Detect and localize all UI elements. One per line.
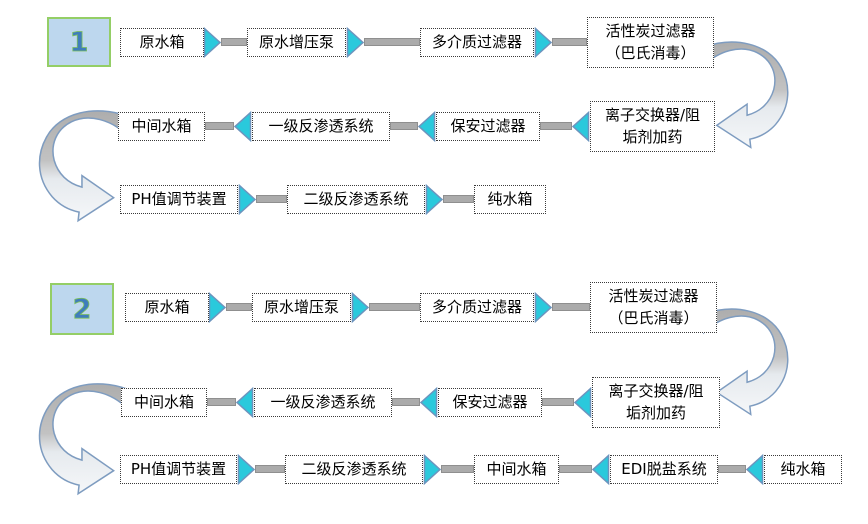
curved-arrow-down-left-icon	[703, 41, 789, 149]
connector-line	[364, 38, 420, 46]
curved-arrow-down-right-icon	[38, 110, 128, 222]
connector-line	[369, 303, 420, 311]
connector-line	[540, 122, 572, 130]
flow-arrow-left-icon	[236, 387, 254, 418]
node-ro-stage1: 一级反渗透系统	[252, 112, 390, 141]
node-label: 多介质过滤器	[431, 298, 522, 317]
connector-line	[207, 398, 236, 406]
node-ion-exchanger: 离子交换器/阻垢剂加药	[590, 101, 715, 152]
connector-line	[443, 195, 474, 203]
node-multimedia-filter: 多介质过滤器	[420, 293, 534, 322]
node-label: 活性炭过滤器（巴氏消毒）	[608, 286, 699, 327]
flow-arrow-left-icon	[234, 111, 252, 142]
connector-line	[552, 303, 590, 311]
node-label: 原水箱	[139, 33, 185, 52]
flow-arrow-left-icon	[418, 111, 436, 142]
node-ro-stage2: 二级反渗透系统	[285, 455, 423, 484]
flow-arrow-left-icon	[572, 111, 590, 142]
node-pure-water-tank: 纯水箱	[474, 185, 546, 214]
node-label: 一级反渗透系统	[268, 117, 374, 136]
node-label: 多介质过滤器	[431, 33, 522, 52]
node-label: PH值调节装置	[131, 190, 227, 209]
node-label: 保安过滤器	[452, 393, 528, 412]
flow-arrow-left-icon	[574, 387, 592, 418]
node-label: 原水增压泵	[258, 33, 334, 52]
node-label: 原水箱	[144, 298, 190, 317]
node-label: 二级反渗透系统	[303, 190, 409, 209]
node-ph-adjuster: PH值调节装置	[120, 455, 237, 484]
connector-line	[441, 465, 474, 473]
flow-arrow-right-icon	[238, 184, 256, 215]
flow-arrow-right-icon	[425, 184, 443, 215]
flow2-number-badge: 2	[50, 283, 114, 335]
node-label: 离子交换器/阻垢剂加药	[604, 105, 701, 146]
flow-arrow-right-icon	[534, 27, 552, 58]
node-ro-stage1: 一级反渗透系统	[254, 388, 392, 417]
node-label: 原水增压泵	[263, 298, 339, 317]
flow-arrow-right-icon	[534, 292, 552, 323]
connector-line	[552, 38, 587, 46]
connector-line	[255, 465, 285, 473]
node-label: 中间水箱	[486, 460, 547, 479]
node-label: 纯水箱	[780, 460, 826, 479]
node-booster-pump: 原水增压泵	[252, 293, 351, 322]
flow-arrow-left-icon	[592, 454, 610, 485]
node-intermediate-tank: 中间水箱	[118, 112, 205, 141]
node-raw-water-tank: 原水箱	[120, 28, 204, 57]
node-intermediate-tank: 中间水箱	[121, 388, 207, 417]
node-security-filter: 保安过滤器	[436, 112, 540, 141]
connector-line	[559, 465, 592, 473]
node-label: 中间水箱	[133, 393, 194, 412]
flow-arrow-right-icon	[203, 27, 221, 58]
connector-line	[392, 398, 420, 406]
flow-arrow-left-icon	[420, 387, 438, 418]
flow-arrow-right-icon	[237, 454, 255, 485]
node-carbon-filter: 活性炭过滤器（巴氏消毒）	[587, 17, 714, 68]
flow1-number-badge: 1	[47, 17, 111, 67]
curved-arrow-down-right-icon	[38, 383, 128, 495]
node-label: 中间水箱	[131, 117, 192, 136]
connector-line	[226, 303, 252, 311]
flow-arrow-right-icon	[208, 292, 226, 323]
connector-line	[205, 122, 234, 130]
connector-line	[256, 195, 287, 203]
connector-line	[221, 38, 247, 46]
node-ph-adjuster: PH值调节装置	[120, 185, 238, 214]
flow-arrow-right-icon	[351, 292, 369, 323]
node-label: PH值调节装置	[130, 460, 227, 479]
node-raw-water-tank: 原水箱	[125, 293, 209, 322]
node-label: 纯水箱	[487, 190, 533, 209]
node-intermediate-tank: 中间水箱	[474, 455, 559, 484]
node-label: 一级反渗透系统	[270, 393, 376, 412]
node-edi-system: EDI脱盐系统	[610, 455, 718, 484]
node-label: 活性炭过滤器（巴氏消毒）	[605, 21, 696, 62]
node-label: EDI脱盐系统	[621, 460, 707, 479]
flow1-number: 1	[69, 26, 89, 58]
node-ion-exchanger: 离子交换器/阻垢剂加药	[592, 377, 720, 428]
node-booster-pump: 原水增压泵	[247, 28, 346, 57]
flow-arrow-left-icon	[746, 454, 764, 485]
connector-line	[542, 398, 574, 406]
node-carbon-filter: 活性炭过滤器（巴氏消毒）	[590, 282, 717, 333]
node-label: 保安过滤器	[450, 117, 526, 136]
flow-arrow-right-icon	[423, 454, 441, 485]
node-multimedia-filter: 多介质过滤器	[420, 28, 534, 57]
node-pure-water-tank: 纯水箱	[764, 455, 842, 484]
connector-line	[718, 465, 746, 473]
node-label: 二级反渗透系统	[301, 460, 407, 479]
node-ro-stage2: 二级反渗透系统	[287, 185, 425, 214]
node-security-filter: 保安过滤器	[438, 388, 542, 417]
node-label: 离子交换器/阻垢剂加药	[608, 381, 704, 422]
flow-arrow-right-icon	[346, 27, 364, 58]
flow2-number: 2	[72, 293, 92, 325]
connector-line	[390, 122, 418, 130]
